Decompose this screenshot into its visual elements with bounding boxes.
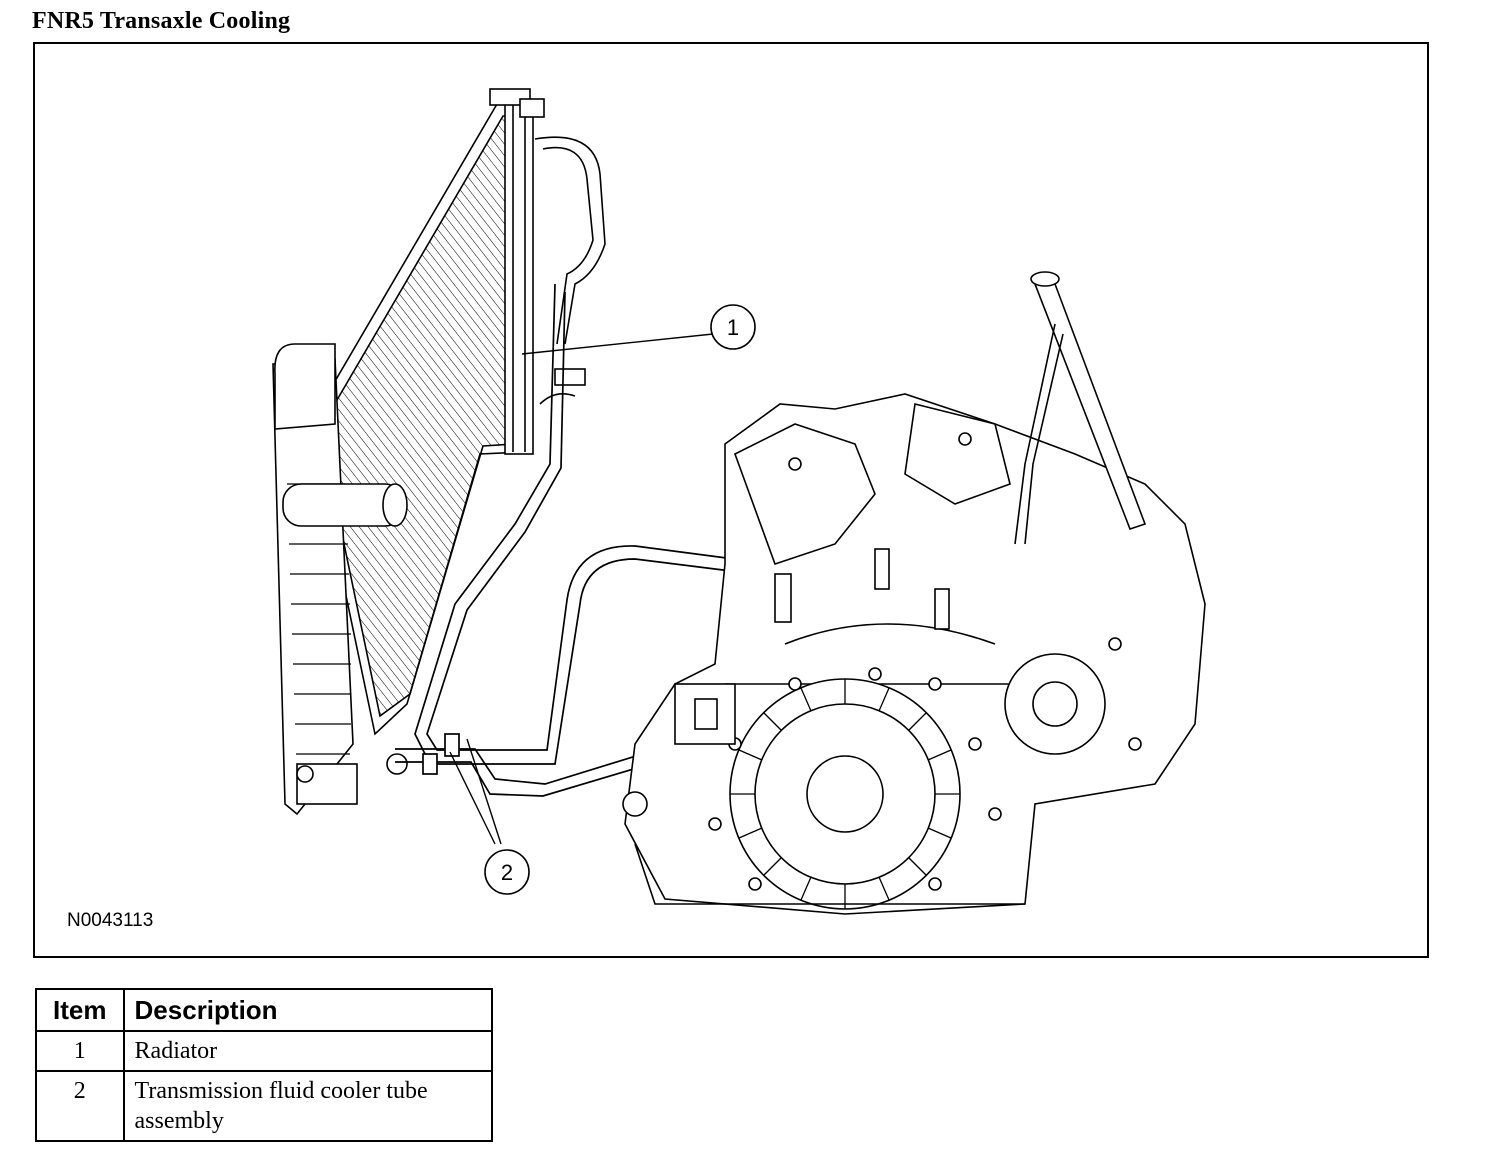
callout-1: 1 bbox=[710, 304, 756, 350]
figure-id: N0043113 bbox=[67, 910, 154, 931]
page-title: FNR5 Transaxle Cooling bbox=[32, 8, 291, 34]
legend-row: 2 Transmission fluid cooler tube assembl… bbox=[35, 1070, 494, 1142]
legend-header-row: Item Description bbox=[35, 988, 494, 1032]
legend-item-number: 1 bbox=[35, 1030, 125, 1072]
diagram-frame: 1 2 N0043113 bbox=[33, 42, 1429, 958]
callout-leaders bbox=[449, 333, 714, 845]
svg-text:2: 2 bbox=[501, 860, 513, 885]
svg-text:1: 1 bbox=[727, 315, 739, 340]
transaxle-drawing bbox=[622, 271, 1206, 915]
legend-header-item: Item bbox=[35, 988, 125, 1032]
legend-item-description: Transmission fluid cooler tube assembly bbox=[122, 1070, 494, 1142]
legend-item-number: 2 bbox=[35, 1070, 125, 1142]
radiator-drawing bbox=[272, 88, 606, 816]
callout-2: 2 bbox=[484, 849, 530, 895]
legend-header-description: Description bbox=[122, 988, 494, 1032]
legend-table: Item Description 1 Radiator 2 Transmissi… bbox=[35, 988, 494, 1142]
legend-row: 1 Radiator bbox=[35, 1030, 494, 1072]
diagram-illustration: 1 2 bbox=[272, 88, 1206, 915]
legend-item-description: Radiator bbox=[122, 1030, 494, 1072]
